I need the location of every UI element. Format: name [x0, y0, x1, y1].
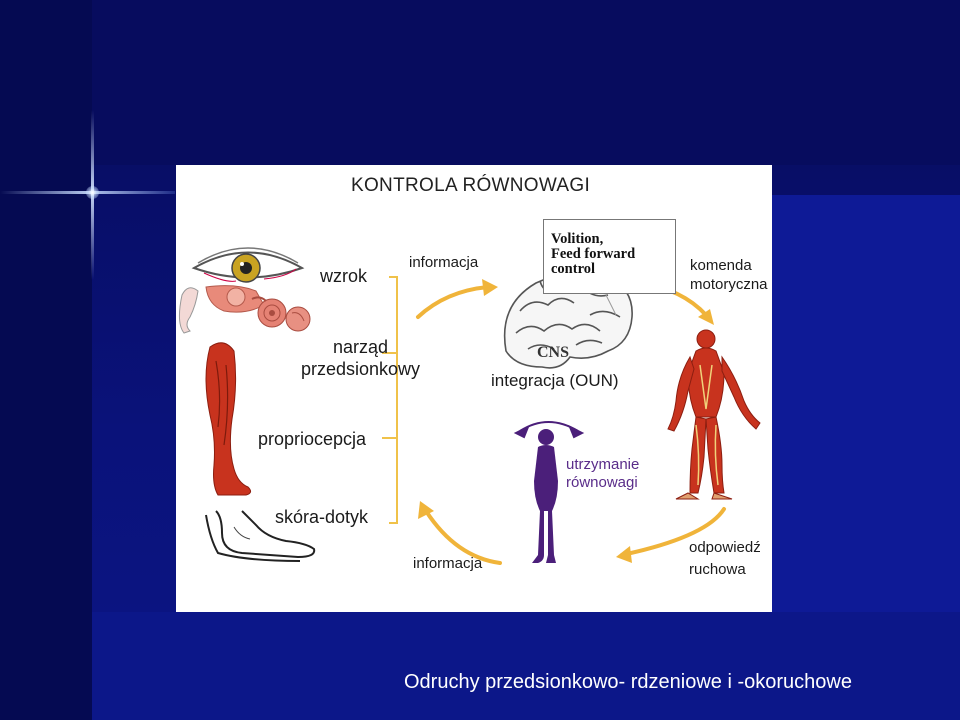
arrow-head-icon — [482, 279, 498, 296]
arrow-heads — [418, 279, 714, 563]
diagram-artwork — [178, 247, 761, 565]
label-balance-line1: utrzymanie — [566, 456, 640, 473]
eye-icon — [191, 247, 305, 283]
label-motor-command-line1: komenda — [690, 257, 752, 274]
slide-background-left — [0, 0, 92, 720]
arrow-information-top — [416, 285, 490, 319]
arrow-motor-response — [620, 507, 726, 557]
label-integration: integracja (OUN) — [491, 371, 619, 390]
arrow-information-bottom — [424, 509, 502, 565]
volition-box: Volition, Feed forward control — [543, 219, 676, 294]
brain-icon — [503, 271, 633, 369]
label-vision: wzrok — [320, 266, 368, 286]
label-motor-response: odpowiedź ruchowa — [689, 537, 761, 581]
muscle-figure-detail — [695, 364, 719, 486]
slide-background-top — [0, 0, 960, 165]
arrow-head-icon — [698, 309, 714, 325]
label-balance-maintenance: utrzymanie równowagi — [566, 456, 639, 492]
leg-muscle-icon — [205, 342, 252, 496]
foot-icon — [205, 510, 316, 562]
label-vestibular-line1: narząd — [333, 337, 389, 357]
sensory-inputs-bracket — [382, 276, 398, 524]
diagram-title: KONTROLA RÓWNOWAGI — [351, 175, 591, 196]
label-motor-response-line2: ruchowa — [689, 561, 746, 578]
arrow-head-icon — [418, 501, 434, 519]
label-vestibular: narząd przedsionkowy — [301, 336, 420, 380]
slide-caption: Odruchy przedsionkowo- rdzeniowe i -okor… — [404, 671, 852, 693]
arrow-head-icon — [616, 546, 632, 563]
muscle-figure-icon — [667, 329, 761, 500]
label-motor-command: komenda motoryczna — [690, 256, 768, 294]
label-balance-line2: równowagi — [566, 474, 638, 491]
balance-figure-icon — [532, 429, 558, 563]
label-information-bottom: informacja — [413, 555, 483, 572]
sparkle-icon — [86, 186, 99, 199]
volition-connector — [605, 294, 617, 316]
label-motor-command-line2: motoryczna — [690, 276, 768, 293]
label-cns: CNS — [537, 344, 570, 361]
balance-control-diagram: KONTROLA RÓWNOWAGI wzrok narząd przedsio… — [176, 165, 772, 612]
label-vestibular-line2: przedsionkowy — [301, 359, 421, 379]
label-information-top: informacja — [409, 254, 479, 271]
label-skin-touch: skóra-dotyk — [275, 507, 369, 527]
slide-background-bottom — [92, 612, 960, 720]
volition-line1: Volition, — [551, 231, 604, 247]
volition-line3: control — [551, 261, 596, 277]
label-proprioception: propriocepcja — [258, 429, 367, 449]
inner-ear-icon — [178, 285, 311, 334]
label-motor-response-line1: odpowiedź — [689, 539, 761, 556]
sway-arrow-icon — [513, 421, 585, 439]
volition-line2: Feed forward — [551, 246, 636, 262]
